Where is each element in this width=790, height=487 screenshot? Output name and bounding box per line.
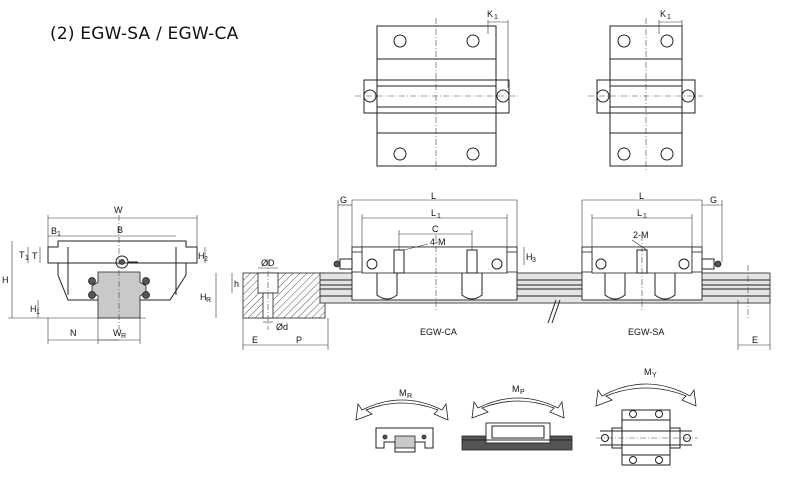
dim-h: h [234, 279, 239, 289]
dim-E-left: E [252, 335, 258, 345]
dim-L1-right-sub: 1 [643, 213, 647, 220]
dim-T1: T [19, 250, 25, 260]
dim-L1-left-sub: 1 [437, 213, 441, 220]
dim-WR: W [113, 328, 122, 338]
dim-H3: H [526, 252, 533, 262]
dim-d: Ød [276, 322, 288, 332]
moment-MY-sub: Y [652, 372, 657, 379]
dim-T1-sub: 1 [25, 255, 29, 262]
rail-section-view [215, 260, 329, 350]
dim-B1: B [51, 226, 57, 236]
moment-MY-label: M [644, 367, 652, 377]
top-view-egw-sa [588, 18, 703, 172]
end-view [8, 215, 206, 344]
dim-H1: H [30, 304, 37, 314]
dim-HR: H [200, 292, 207, 302]
dim-T: T [32, 251, 38, 261]
dim-H2-sub: 2 [204, 256, 208, 263]
moment-MP-label: M [512, 384, 520, 394]
dim-G-left: G [340, 195, 347, 205]
k1-left-label: K [487, 9, 493, 19]
moment-MP-sub: P [520, 389, 525, 396]
dim-B1-sub: 1 [57, 231, 61, 238]
callout-2M: 2-M [633, 230, 649, 240]
side-view-egw-ca [333, 199, 525, 310]
moment-MR-sub: R [407, 393, 412, 400]
dim-B: B [117, 225, 123, 235]
dim-WR-sub: R [121, 333, 126, 340]
moment-MP-diagram [461, 397, 573, 451]
dim-H2: H [198, 251, 205, 261]
dim-N: N [70, 328, 77, 338]
dim-HR-sub: R [206, 297, 211, 304]
dim-D: ØD [261, 258, 275, 268]
k1-left-sub: 1 [494, 14, 498, 21]
side-view-egw-sa [581, 199, 723, 310]
moment-MY-diagram [595, 383, 698, 466]
dim-H: H [2, 275, 9, 285]
dim-C: C [432, 224, 439, 234]
callout-4M: 4-M [430, 237, 446, 247]
dim-G-right: G [710, 195, 717, 205]
label-egw-ca: EGW-CA [420, 327, 457, 337]
dim-P: P [296, 335, 302, 345]
top-view-egw-ca [355, 18, 518, 172]
dim-L1-right: L [637, 208, 642, 218]
dim-L1-left: L [431, 208, 436, 218]
dim-L-left: L [431, 191, 436, 201]
dim-H3-sub: 3 [532, 257, 536, 264]
moment-MR-diagram [355, 399, 449, 453]
moment-MR-label: M [399, 388, 407, 398]
dim-E-right: E [752, 335, 758, 345]
dim-L-right: L [639, 191, 644, 201]
k1-right-label: K [660, 9, 666, 19]
page-title: (2) EGW-SA / EGW-CA [50, 24, 239, 44]
label-egw-sa: EGW-SA [628, 327, 664, 337]
dim-W: W [114, 205, 123, 215]
dim-H1-sub: 1 [36, 309, 40, 316]
k1-right-sub: 1 [667, 14, 671, 21]
